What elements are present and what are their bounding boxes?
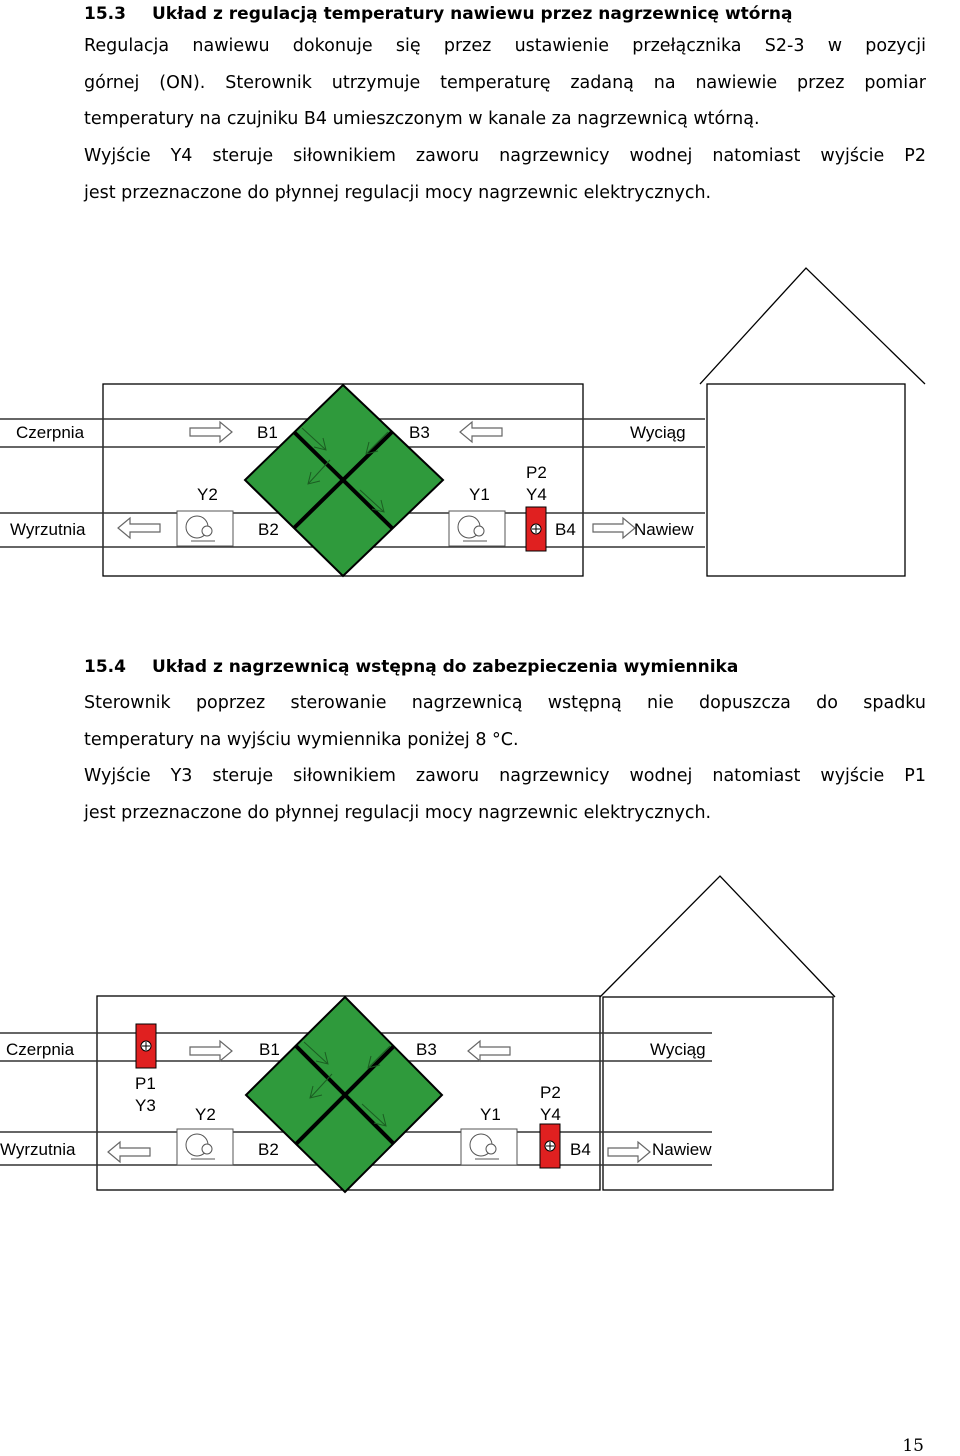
- label-b1: B1: [257, 423, 278, 442]
- label-b4: B4: [555, 520, 576, 539]
- label-wyrzutnia: Wyrzutnia: [0, 1140, 76, 1159]
- label-b3: B3: [416, 1040, 437, 1059]
- text-line: górnej (ON). Sterownik utrzymuje tempera…: [84, 72, 926, 93]
- label-b2: B2: [258, 520, 279, 539]
- text-line: Wyjście Y3 steruje siłownikiem zaworu na…: [84, 766, 926, 787]
- flow-arrows: [107, 1039, 651, 1164]
- air-handling-unit: [96, 995, 601, 1191]
- arrow-right-icon: [189, 420, 233, 444]
- label-b4: B4: [570, 1140, 591, 1159]
- arrow-left-icon: [459, 420, 503, 444]
- text-line: temperatury na czujniku B4 umieszczonym …: [84, 109, 760, 130]
- label-b2: B2: [258, 1140, 279, 1159]
- label-wyrzutnia: Wyrzutnia: [10, 520, 86, 539]
- label-wyciag: Wyciąg: [630, 423, 686, 442]
- fan-icon: [176, 510, 234, 547]
- heater-icon: [539, 1123, 561, 1169]
- arrow-right-icon: [592, 516, 636, 540]
- label-p2: P2: [540, 1083, 561, 1102]
- heater-icon: [525, 506, 547, 552]
- text-line: Sterownik poprzez sterowanie nagrzewnicą…: [84, 693, 926, 713]
- heater-icon: [135, 1023, 157, 1069]
- label-y1: Y1: [480, 1105, 501, 1124]
- label-y2: Y2: [195, 1105, 216, 1124]
- text-line: jest przeznaczone do płynnej regulacji m…: [84, 182, 712, 203]
- label-czerpnia: Czerpnia: [16, 423, 85, 442]
- section-heading-15-3: 15.3 Układ z regulacją temperatury nawiew…: [84, 4, 792, 24]
- arrow-right-icon: [189, 1039, 233, 1063]
- paragraph-15-4: Sterownik poprzez sterowanie nagrzewnicą…: [84, 685, 926, 832]
- page-number: 15: [902, 1436, 924, 1456]
- label-wyciag: Wyciąg: [650, 1040, 706, 1059]
- text-line: Wyjście Y4 steruje siłownikiem zaworu na…: [84, 146, 926, 167]
- arrow-right-icon: [607, 1140, 651, 1164]
- label-y4: Y4: [540, 1105, 561, 1124]
- label-y4: Y4: [526, 485, 547, 504]
- section-number: 15.3: [84, 4, 126, 24]
- label-nawiew: Nawiew: [652, 1140, 712, 1159]
- ventilation-diagram-2: Czerpnia B1 B3 Wyciąg P1 Y3 Y2 Y1 P2 Y4 …: [0, 875, 836, 1194]
- fan-icon: [460, 1128, 518, 1166]
- section-title: Układ z nagrzewnicą wstępną do zabezpiec…: [152, 657, 739, 677]
- arrow-left-icon: [107, 1140, 151, 1164]
- section-title: Układ z regulacją temperatury nawiewu pr…: [152, 4, 793, 24]
- label-p1: P1: [135, 1074, 156, 1093]
- text-line: jest przeznaczone do płynnej regulacji m…: [84, 803, 712, 824]
- arrow-left-icon: [467, 1039, 511, 1063]
- label-b1: B1: [259, 1040, 280, 1059]
- flow-arrows: [117, 420, 636, 540]
- heat-exchanger: [244, 995, 444, 1194]
- building-icon: [599, 875, 836, 1191]
- section-number: 15.4: [84, 657, 126, 677]
- heat-exchanger: [243, 383, 445, 578]
- label-czerpnia: Czerpnia: [6, 1040, 75, 1059]
- text-line: Regulacja nawiewu dokonuje się przez ust…: [84, 36, 926, 56]
- label-y1: Y1: [469, 485, 490, 504]
- text-line: temperatury na wyjściu wymiennika poniże…: [84, 729, 519, 750]
- ventilation-diagram-1: Czerpnia B1 B3 Wyciąg Y2 Y1 P2 Y4 Wyrzut…: [0, 267, 926, 578]
- label-y3: Y3: [135, 1096, 156, 1115]
- label-p2: P2: [526, 463, 547, 482]
- fan-icon: [176, 1128, 234, 1166]
- paragraph-15-3: Regulacja nawiewu dokonuje się przez ust…: [84, 28, 926, 212]
- fan-icon: [448, 510, 506, 547]
- label-nawiew: Nawiew: [634, 520, 694, 539]
- arrow-left-icon: [117, 516, 161, 540]
- section-heading-15-4: 15.4 Układ z nagrzewnicą wstępną do zabez…: [84, 657, 738, 677]
- label-y2: Y2: [197, 485, 218, 504]
- label-b3: B3: [409, 423, 430, 442]
- building-icon: [699, 267, 926, 577]
